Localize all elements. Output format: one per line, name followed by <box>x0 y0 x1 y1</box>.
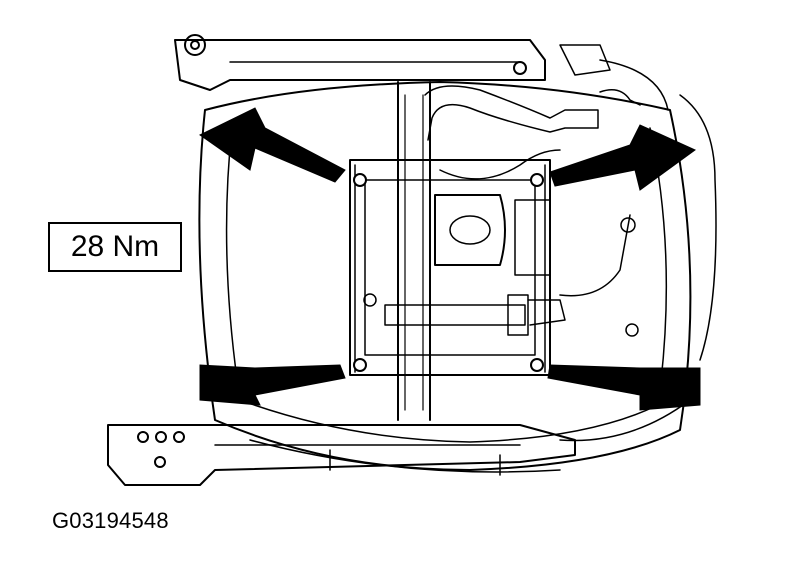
bolt-rear-left <box>353 358 367 372</box>
wiring-harness <box>424 85 599 141</box>
arrow-front-left <box>199 107 346 183</box>
seat-motor <box>434 194 506 266</box>
top-track-bolt <box>184 34 206 56</box>
center-bar <box>397 81 431 421</box>
track-hole-3 <box>173 431 185 443</box>
actuator <box>514 199 551 276</box>
bolt-front-right <box>530 173 544 187</box>
torque-spec-label: 28 Nm <box>48 222 182 272</box>
track-hole-2 <box>155 431 167 443</box>
seat-cushion-outline <box>198 81 692 471</box>
track-hole-1 <box>137 431 149 443</box>
bolt-front-left <box>353 173 367 187</box>
seat-frame <box>349 159 551 376</box>
arrow-rear-right <box>547 364 701 411</box>
figure-id: G03194548 <box>52 508 169 533</box>
bolt-rear-right <box>530 358 544 372</box>
bottom-seat-track <box>107 424 576 486</box>
seat-contour-lower <box>249 399 691 473</box>
seat-contour-right <box>599 59 717 361</box>
seat-cushion-inner <box>225 127 668 443</box>
cross-rod <box>384 304 526 326</box>
arrow-front-right <box>549 124 696 191</box>
arrow-rear-left <box>199 364 346 406</box>
top-seat-track <box>174 39 546 91</box>
